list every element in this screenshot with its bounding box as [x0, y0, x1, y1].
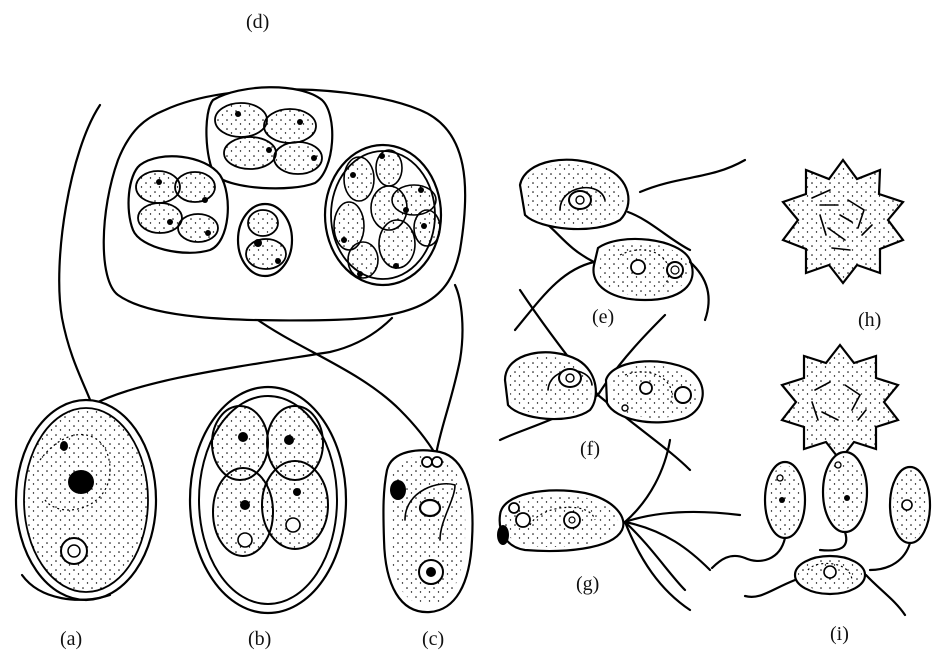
panel-f-cells [498, 288, 704, 472]
panel-g-cell [497, 438, 742, 612]
label-e: (e) [592, 306, 614, 328]
label-g: (g) [576, 573, 599, 595]
panel-h-spore [781, 158, 905, 285]
label-a: (a) [60, 628, 82, 650]
panel-c-cell [253, 283, 474, 614]
label-i: (i) [830, 623, 849, 645]
label-d: (d) [246, 11, 269, 33]
label-b: (b) [248, 628, 271, 650]
panel-e-cells [513, 158, 747, 332]
label-c: (c) [422, 628, 444, 650]
label-h: (h) [858, 309, 881, 331]
panel-i-cells [710, 343, 932, 617]
panel-d-cell [102, 86, 467, 322]
label-f: (f) [580, 438, 600, 460]
panel-b-cell [188, 385, 348, 615]
panel-a-cell [14, 103, 394, 602]
